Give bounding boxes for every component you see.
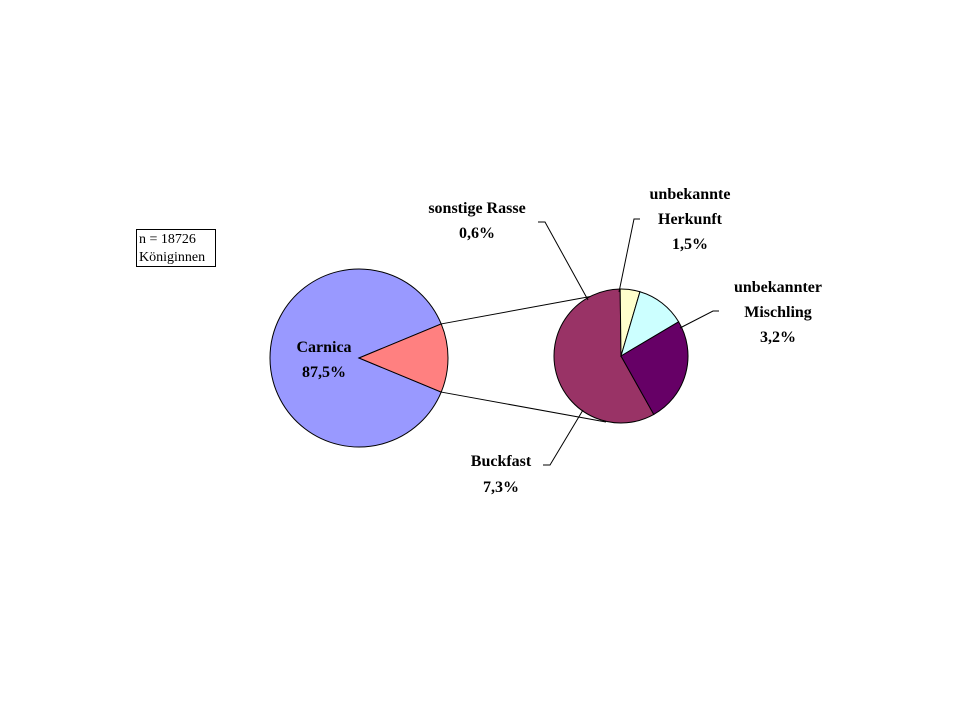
sample-size-note: n = 18726 Königinnen <box>136 229 216 267</box>
main-pie <box>269 268 449 448</box>
data-labels: Carnica 87,5% sonstige Rasse 0,6% unbeka… <box>296 186 822 496</box>
leader-sonstige <box>538 221 589 301</box>
label-herkunft-line2: Herkunft <box>658 211 723 228</box>
label-herkunft-value: 1,5% <box>672 236 708 253</box>
slice-unbekannter-mischling <box>620 321 689 416</box>
slice-buckfast <box>553 288 655 424</box>
slice-carnica <box>269 268 442 448</box>
slice-other <box>357 323 449 393</box>
leader-mischling <box>679 310 719 329</box>
leader-herkunft <box>618 218 640 293</box>
label-mischling-line1: unbekannter <box>734 279 822 296</box>
label-mischling-line2: Mischling <box>744 304 812 321</box>
note-line-unit: Königinnen <box>139 250 206 265</box>
label-mischling-value: 3,2% <box>760 329 796 346</box>
label-sonstige-name: sonstige Rasse <box>428 200 525 217</box>
label-carnica-value: 87,5% <box>302 364 346 381</box>
label-herkunft-line1: unbekannte <box>650 186 731 203</box>
leader-buckfast <box>543 409 584 466</box>
label-sonstige-value: 0,6% <box>459 225 495 242</box>
leader-lines <box>538 218 719 466</box>
label-carnica-name: Carnica <box>296 339 351 356</box>
label-buckfast-name: Buckfast <box>471 453 532 470</box>
note-line-count: n = 18726 <box>139 232 196 247</box>
label-buckfast-value: 7,3% <box>483 479 519 496</box>
secondary-pie <box>553 288 689 424</box>
connector-top <box>441 293 605 325</box>
